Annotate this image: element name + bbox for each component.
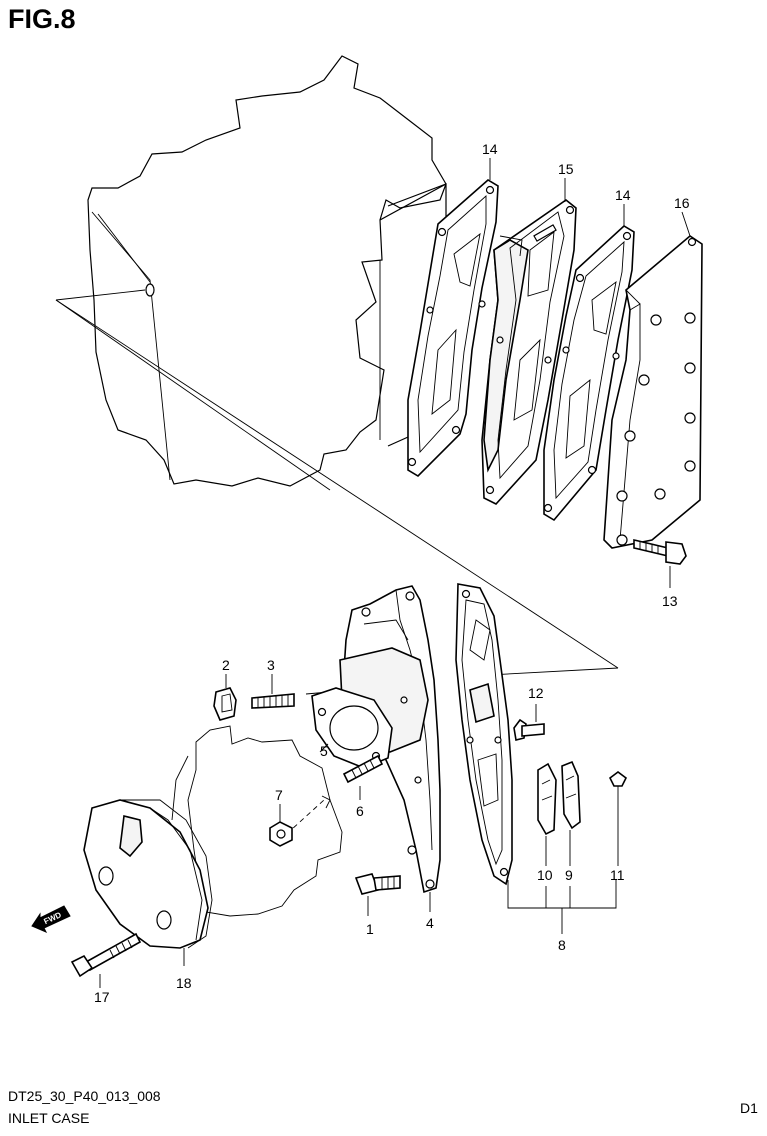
- screw-11: [608, 771, 628, 866]
- reed-plate-15: [481, 199, 577, 505]
- bolt-13: [633, 538, 687, 588]
- air-silencer-18: [83, 799, 213, 966]
- callout-3: 3: [267, 657, 275, 673]
- reed-stopper-9: [561, 760, 581, 866]
- callout-12: 12: [528, 685, 544, 701]
- drawing-code: DT25_30_P40_013_008: [8, 1088, 161, 1104]
- callout-9: 9: [565, 867, 573, 883]
- screw-17: [70, 932, 142, 988]
- assembly-bracket-8: [507, 880, 617, 934]
- callout-6: 6: [356, 803, 364, 819]
- screw-12: [513, 704, 545, 741]
- nut-7: [269, 804, 293, 847]
- bolt-1: [354, 873, 401, 916]
- engine-block-outline: [87, 55, 447, 487]
- callout-14-left: 14: [482, 141, 498, 157]
- callout-5: 5: [320, 743, 328, 759]
- callout-18: 18: [176, 975, 192, 991]
- callout-17: 17: [94, 989, 110, 1005]
- exploded-view-drawing: FWD 1 2 3 4 5 6 7 8 9 10 11 12 13 14 15 …: [31, 55, 703, 1005]
- callout-2: 2: [222, 657, 230, 673]
- page-code: D1: [740, 1100, 758, 1116]
- flange-gasket-5: [311, 687, 393, 769]
- stud-3: [251, 674, 295, 709]
- callout-11: 11: [610, 867, 625, 883]
- callout-14-right: 14: [615, 187, 631, 203]
- gasket-14-right: [543, 225, 635, 522]
- stud-6: [342, 754, 384, 800]
- callout-8: 8: [558, 937, 566, 953]
- callout-10: 10: [537, 867, 553, 883]
- callout-7: 7: [275, 787, 283, 803]
- reed-plate-gasket: [455, 583, 513, 886]
- figure-title: FIG.8: [8, 4, 76, 34]
- section-name: INLET CASE: [8, 1110, 90, 1126]
- callout-13: 13: [662, 593, 678, 609]
- gasket-14-left: [407, 179, 499, 478]
- fwd-arrow-icon: FWD: [31, 905, 71, 933]
- reed-valve-10: [537, 762, 557, 866]
- nut-2: [213, 674, 237, 721]
- callout-4: 4: [426, 915, 434, 931]
- callout-15: 15: [558, 161, 574, 177]
- callout-1: 1: [366, 921, 374, 937]
- callout-16: 16: [674, 195, 690, 211]
- inlet-cover-16: [603, 235, 703, 549]
